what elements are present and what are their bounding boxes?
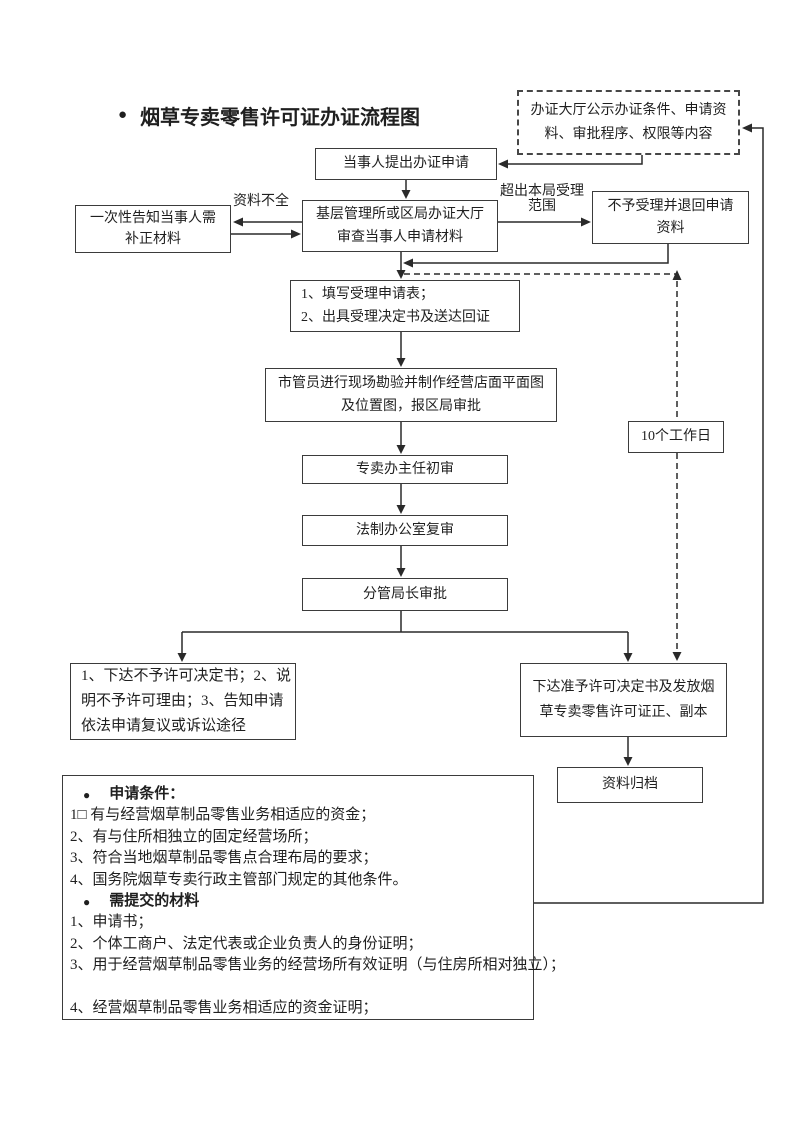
node-initial-review-line1: 专卖办主任初审 (356, 461, 454, 477)
material-item: 1、申请书； (70, 914, 153, 930)
node-site-survey-line2: 及位置图，报区局审批 (341, 399, 481, 414)
bullet-icon: ● (83, 894, 91, 909)
requirement-item: 2、有与住所相独立的固定经营场所； (70, 828, 318, 845)
node-grant-license: 下达准予许可决定书及发放烟 草专卖零售许可证正、副本 (520, 663, 727, 737)
node-initial-review: 专卖办主任初审 (302, 455, 508, 484)
node-notify-line2: 补正材料 (125, 232, 181, 247)
node-accept-line1: 1、填写受理申请表； (301, 287, 434, 302)
node-review: 基层管理所或区局办证大厅 审查当事人申请材料 (302, 200, 498, 252)
bullet-icon: ● (83, 787, 91, 802)
node-apply-line1: 当事人提出办证申请 (343, 156, 469, 172)
node-deny-decision: 1、下达不予许可决定书；2、说 明不予许可理由；3、告知申请 依法申请复议或诉讼… (70, 663, 296, 740)
node-archive-line1: 资料归档 (602, 777, 658, 793)
node-legal-review-line1: 法制办公室复审 (356, 522, 454, 538)
material-item: 2、个体工商户、法定代表或企业负责人的身份证明； (70, 935, 423, 952)
edge-label-out-of-scope-line2: 范围 (528, 199, 556, 215)
node-publicity: 办证大厅公示办证条件、申请资 料、审批程序、权限等内容 (517, 90, 740, 155)
requirements-section1-header: ● 申请条件： (70, 784, 525, 805)
material-item-blank (70, 977, 525, 999)
requirements-box: ● 申请条件： 1□ 有与经营烟草制品零售业务相适应的资金； 2、有与住所相独立… (62, 775, 566, 1020)
node-accept-line2: 2、出具受理决定书及送达回证 (301, 310, 490, 325)
page-title: ● 烟草专卖零售许可证办证流程图 (118, 101, 420, 130)
requirements-section2-title: 需提交的材料 (109, 893, 200, 909)
node-reject-line1: 不予受理并退回申请 (607, 198, 734, 214)
node-grant-line2: 草专卖零售许可证正、副本 (539, 705, 708, 720)
material-item: 4、经营烟草制品零售业务相适应的资金证明； (70, 1000, 378, 1016)
material-item: 3、用于经营烟草制品零售业务的经营场所有效证明（与住房所相对独立）； (70, 957, 566, 973)
requirement-item: 3、符合当地烟草制品零售点合理布局的要求； (70, 850, 378, 866)
page-title-text: 烟草专卖零售许可证办证流程图 (140, 107, 421, 129)
node-reject: 不予受理并退回申请 资料 (592, 191, 749, 244)
node-deny-line1: 1、下达不予许可决定书；2、说 (81, 668, 292, 684)
node-notify-supplement: 一次性告知当事人需 补正材料 (75, 205, 231, 253)
node-review-line2: 审查当事人申请材料 (337, 230, 463, 245)
node-leader-approval: 分管局长审批 (302, 578, 508, 611)
node-notify-line1: 一次性告知当事人需 (90, 211, 216, 226)
node-apply: 当事人提出办证申请 (315, 148, 497, 180)
edge-label-out-of-scope: 超出本局受理 范围 (494, 184, 590, 215)
node-publicity-line1: 办证大厅公示办证条件、申请资 (530, 102, 727, 118)
node-grant-line1: 下达准予许可决定书及发放烟 (532, 680, 715, 695)
requirements-section2-header: ● 需提交的材料 (70, 891, 525, 912)
node-working-days-line1: 10个工作日 (641, 429, 711, 445)
edge-label-out-of-scope-line1: 超出本局受理 (500, 184, 584, 199)
node-leader-approval-line1: 分管局长审批 (363, 586, 447, 602)
node-legal-review: 法制办公室复审 (302, 515, 508, 546)
node-site-survey: 市管员进行现场勘验并制作经营店面平面图 及位置图，报区局审批 (265, 368, 557, 422)
requirement-item: 1□ 有与经营烟草制品零售业务相适应的资金； (70, 807, 376, 823)
node-publicity-line2: 料、审批程序、权限等内容 (544, 126, 713, 142)
node-review-line1: 基层管理所或区局办证大厅 (316, 207, 484, 222)
node-accept: 1、填写受理申请表； 2、出具受理决定书及送达回证 (290, 280, 520, 332)
node-reject-line2: 资料 (656, 220, 685, 236)
node-deny-line2: 明不予许可理由；3、告知申请 (81, 693, 284, 709)
node-site-survey-line1: 市管员进行现场勘验并制作经营店面平面图 (278, 376, 544, 391)
node-deny-line3: 依法申请复议或诉讼途径 (81, 718, 247, 734)
bullet-icon: ● (118, 107, 128, 123)
requirement-item: 4、国务院烟草专卖行政主管部门规定的其他条件。 (70, 871, 408, 888)
edge-label-incomplete-materials: 资料不全 (233, 194, 289, 209)
node-working-days: 10个工作日 (628, 421, 724, 453)
requirements-section1-title: 申请条件： (109, 786, 185, 802)
node-archive: 资料归档 (557, 767, 703, 803)
